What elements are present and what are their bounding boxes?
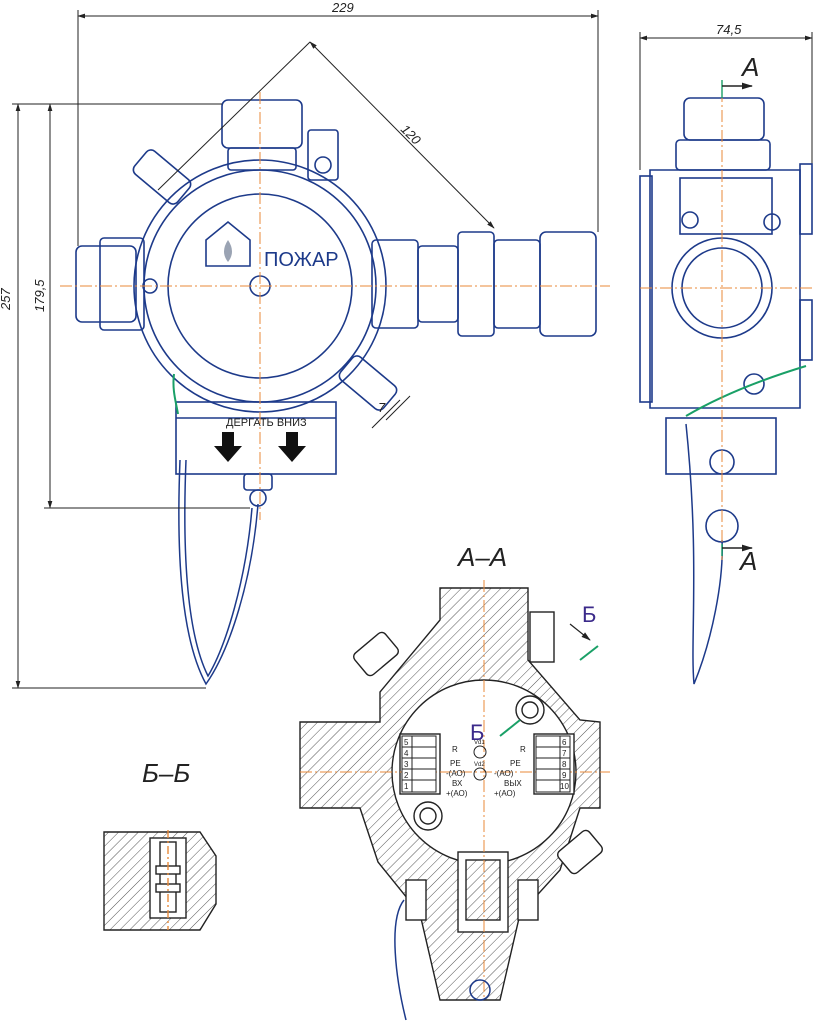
terminal-block-left bbox=[401, 735, 437, 793]
brand-text: ПОЖАР bbox=[264, 249, 339, 271]
left-gland bbox=[75, 245, 137, 323]
dimension-lines bbox=[12, 10, 813, 689]
svg-text:6: 6 bbox=[562, 738, 567, 747]
led-vd1 bbox=[473, 745, 487, 759]
svg-text:ВХ: ВХ bbox=[452, 779, 463, 788]
mount-tab-tl bbox=[132, 149, 192, 205]
side-handle bbox=[665, 417, 777, 475]
terminal-labels-right: PE -(АО) ВЫХ +(АО) bbox=[494, 759, 522, 798]
terminal-labels-left: PE -(АО) ВХ +(АО) bbox=[446, 759, 468, 798]
svg-text:7: 7 bbox=[562, 749, 567, 758]
dim-height-total: 257 bbox=[0, 288, 13, 311]
section-bb-title: Б–Б bbox=[142, 758, 190, 788]
side-view bbox=[639, 97, 813, 543]
svg-text:10: 10 bbox=[560, 782, 569, 791]
dim-height-body: 179,5 bbox=[32, 279, 47, 312]
terminal-numbers-left: 5 4 3 2 1 bbox=[404, 738, 409, 791]
section-bb bbox=[103, 830, 217, 931]
arrow-down-icon bbox=[214, 432, 306, 462]
svg-text:+(АО): +(АО) bbox=[494, 789, 516, 798]
axis-lines bbox=[60, 92, 610, 520]
pull-chain bbox=[178, 459, 259, 686]
brand-logo bbox=[205, 220, 251, 267]
dim-side-width: 74,5 bbox=[716, 22, 742, 37]
vd2-label: Vd2 bbox=[474, 762, 485, 768]
side-chain bbox=[685, 423, 723, 685]
svg-text:1: 1 bbox=[404, 782, 409, 791]
section-mark-a-bottom: А bbox=[738, 546, 757, 576]
svg-text:PE: PE bbox=[450, 759, 461, 768]
dim-diagonal: 120 bbox=[398, 122, 424, 148]
section-mark-b-inner: Б bbox=[470, 720, 484, 745]
nameplate bbox=[679, 177, 773, 235]
resistor-left: R bbox=[452, 745, 458, 754]
section-chain bbox=[394, 899, 407, 1021]
right-gland bbox=[371, 239, 419, 329]
terminal-block-right bbox=[535, 735, 571, 793]
svg-text:-(АО): -(АО) bbox=[446, 769, 466, 778]
svg-text:4: 4 bbox=[404, 749, 409, 758]
top-boss bbox=[221, 99, 303, 149]
svg-text:+(АО): +(АО) bbox=[446, 789, 468, 798]
section-aa-title: А–А bbox=[456, 542, 507, 572]
seal-wire bbox=[172, 373, 179, 415]
section-mark-b-right: Б bbox=[582, 602, 596, 627]
resistor-right: R bbox=[520, 745, 526, 754]
svg-text:3: 3 bbox=[404, 760, 409, 769]
led-vd2 bbox=[473, 767, 487, 781]
svg-text:5: 5 bbox=[404, 738, 409, 747]
svg-text:-(АО): -(АО) bbox=[494, 769, 514, 778]
svg-text:ВЫХ: ВЫХ bbox=[504, 779, 522, 788]
svg-text:2: 2 bbox=[404, 771, 409, 780]
section-mark-a-top: А bbox=[740, 52, 759, 82]
svg-text:9: 9 bbox=[562, 771, 567, 780]
front-view bbox=[75, 99, 597, 507]
svg-text:PE: PE bbox=[510, 759, 521, 768]
terminal-numbers-right: 6 7 8 9 10 bbox=[560, 738, 569, 791]
dim-gap: 7 bbox=[378, 400, 386, 415]
side-body bbox=[649, 169, 801, 409]
vd1-label: Vd1 bbox=[474, 740, 485, 746]
pull-down-label: ДЕРГАТЬ ВНИЗ bbox=[226, 417, 307, 429]
handle-box[interactable] bbox=[175, 401, 337, 475]
dim-width-total: 229 bbox=[331, 0, 354, 15]
svg-text:8: 8 bbox=[562, 760, 567, 769]
mount-tab-br bbox=[338, 355, 398, 411]
